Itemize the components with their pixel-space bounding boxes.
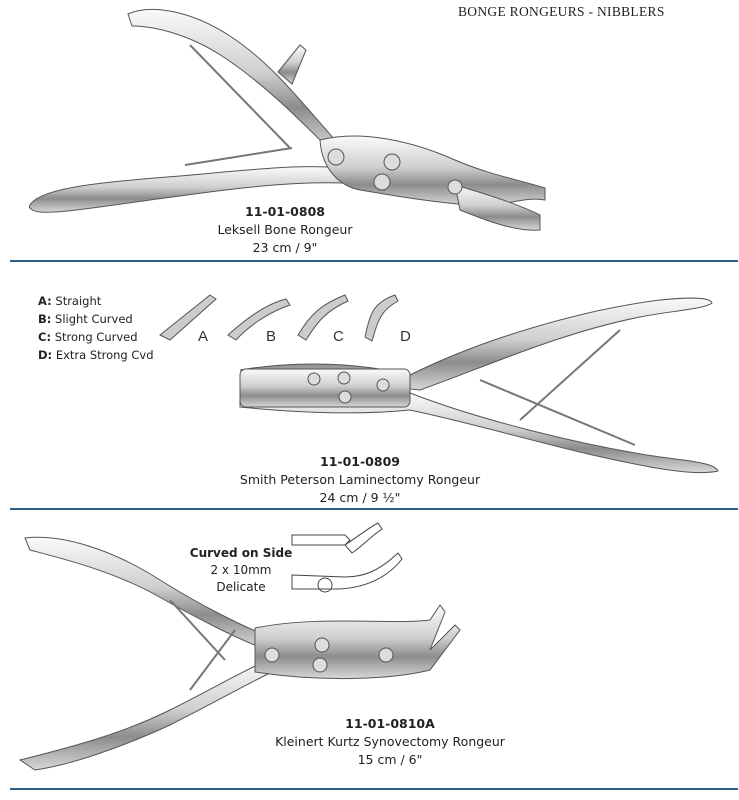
variant-item: B: Slight Curved <box>38 312 133 326</box>
section-divider <box>10 788 738 790</box>
curve-note: Curved on Side 2 x 10mm Delicate <box>186 545 296 596</box>
product-code: 11-01-0809 <box>320 454 400 469</box>
tip-variants-image <box>159 294 399 342</box>
kleinert-kurtz-rongeur-image <box>18 536 461 771</box>
product-name: Leksell Bone Rongeur <box>217 222 353 237</box>
variant-d-label: D <box>400 328 411 345</box>
curve-note-title: Curved on Side <box>189 546 293 560</box>
smith-peterson-rongeur-image <box>239 297 719 474</box>
variant-item: C: Strong Curved <box>38 330 138 344</box>
variant-item: D: Extra Strong Cvd <box>38 348 154 362</box>
curve-note-type: Delicate <box>216 580 266 594</box>
curve-note-dims: 2 x 10mm <box>210 563 272 577</box>
curve-detail-sketch <box>291 522 403 593</box>
section-divider <box>10 260 738 262</box>
variant-item: A: Straight <box>38 294 102 308</box>
variant-c-label: C <box>333 328 344 345</box>
leksell-rongeur-image <box>29 8 546 231</box>
product-code: 11-01-0810A <box>345 716 435 731</box>
product-name: Kleinert Kurtz Synovectomy Rongeur <box>275 734 505 749</box>
page-title: BONGE RONGEURS - NIBBLERS <box>458 4 665 19</box>
product-size: 24 cm / 9 ½" <box>319 490 401 505</box>
product-size: 23 cm / 9" <box>252 240 318 255</box>
section-divider <box>10 508 738 510</box>
variant-b-label: B <box>266 328 277 345</box>
product-size: 15 cm / 6" <box>357 752 423 767</box>
variant-list: A: Straight B: Slight Curved C: Strong C… <box>38 292 154 364</box>
variant-a-label: A <box>198 328 209 345</box>
product-code: 11-01-0808 <box>245 204 325 219</box>
product-name: Smith Peterson Laminectomy Rongeur <box>239 472 481 487</box>
